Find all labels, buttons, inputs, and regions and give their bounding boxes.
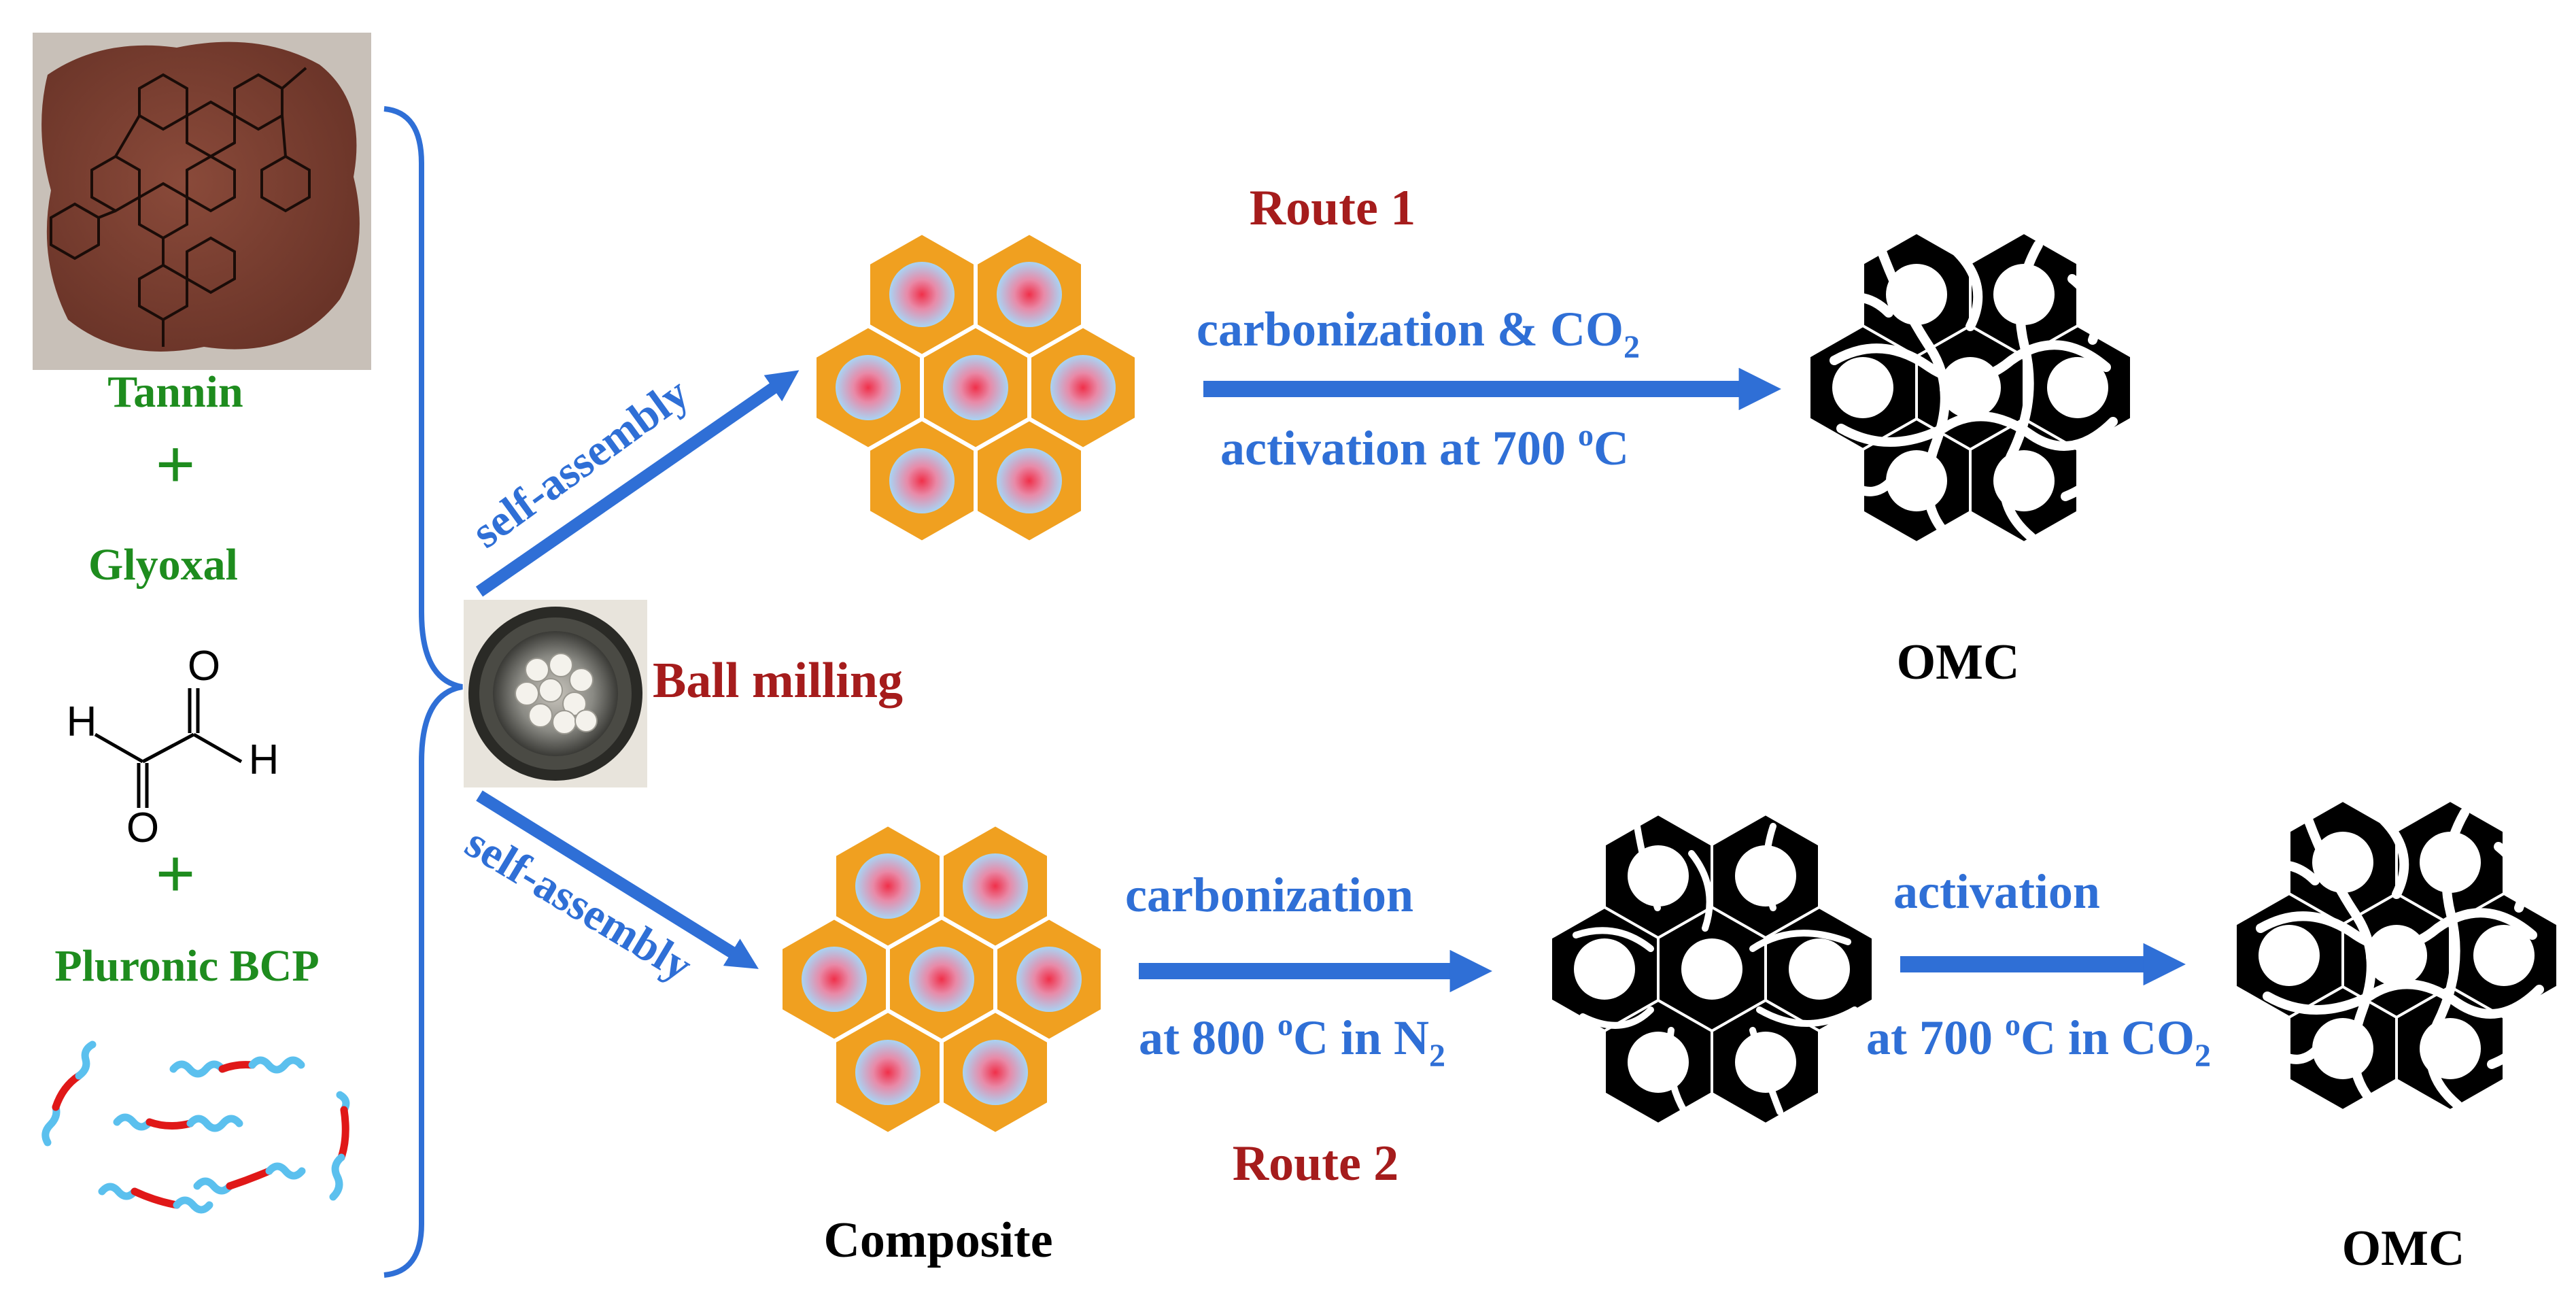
route1-composite-hexagons (812, 230, 1139, 545)
glyoxal-h-left: H (67, 698, 97, 745)
plus-sign-2: + (155, 835, 195, 913)
route2-omc-structure (2234, 798, 2559, 1113)
route2-title: Route 2 (1233, 1136, 1399, 1191)
route2-composite-hexagons (778, 821, 1105, 1137)
route2-step2-line1: activation (1893, 864, 2100, 919)
route1-step-line1: carbonization & CO2 (1197, 302, 1640, 365)
tannin-photo (33, 33, 371, 370)
pluronic-label: Pluronic BCP (54, 941, 319, 991)
glyoxal-label: Glyoxal (88, 540, 238, 590)
ball-mill-photo (464, 600, 647, 787)
plus-sign-1: + (155, 426, 195, 504)
route2-product-label: OMC (2342, 1221, 2465, 1276)
route2-step1-line2: at 800 oC in N2 (1139, 1007, 1445, 1074)
ball-milling-label: Ball milling (653, 653, 903, 709)
tannin-label: Tannin (107, 367, 243, 417)
route1-step-line2: activation at 700 oC (1220, 418, 1629, 475)
composite-label: Composite (823, 1213, 1052, 1268)
route2-carbon-intermediate (1549, 812, 1874, 1126)
pluronic-polymer-chains (41, 1040, 350, 1214)
route1-title: Route 1 (1250, 180, 1416, 236)
route2-step2-line2: at 700 oC in CO2 (1866, 1007, 2211, 1074)
route1-omc-structure (1808, 231, 2133, 545)
self-assembly-arrow-route2 (476, 790, 759, 969)
route2-step1-line1: carbonization (1125, 868, 1413, 922)
grouping-brace (383, 106, 463, 1278)
glyoxal-h-right: H (249, 736, 279, 783)
glyoxal-o-bottom: O (126, 804, 159, 851)
self-assembly-arrow-route1 (475, 370, 800, 597)
route1-product-label: OMC (1897, 634, 2020, 690)
glyoxal-o-top: O (188, 643, 220, 690)
glyoxal-structure: O H H O (67, 643, 279, 851)
